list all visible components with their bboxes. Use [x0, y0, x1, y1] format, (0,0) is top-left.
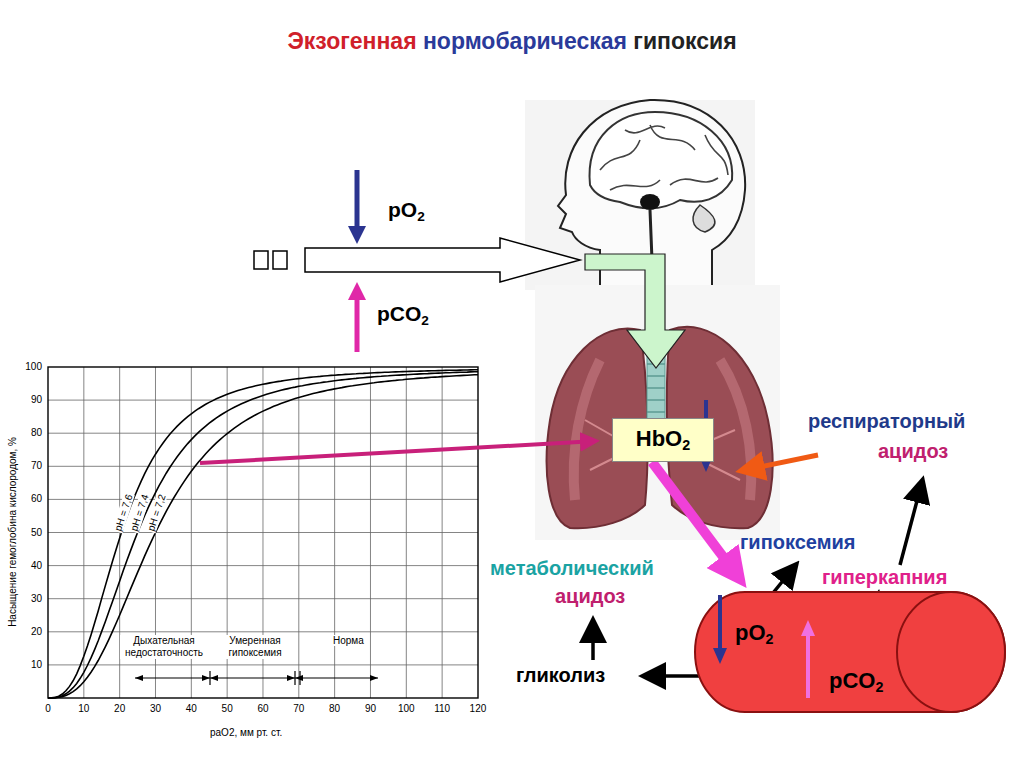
tick-label: 120 [466, 703, 490, 714]
tick-label: 110 [430, 703, 454, 714]
cylinder-outline [693, 590, 1007, 714]
annotation: гликолиз [516, 664, 605, 687]
blood-vessel: pO2 pCO2 [693, 590, 1007, 714]
annotation: ацидоз [878, 440, 948, 463]
tick-label: 40 [179, 703, 203, 714]
tick-label: 90 [358, 703, 382, 714]
vessel-label: pO2 [735, 620, 774, 646]
region-label: Умеренная гипоксемия [218, 635, 292, 659]
tick-label: 20 [108, 703, 132, 714]
annotation: pO2 [388, 198, 425, 222]
tick-label: 60 [18, 493, 42, 504]
tick-label: 10 [72, 703, 96, 714]
tick-label: 80 [18, 427, 42, 438]
axis-title: Насыщение гемоглобина кислородом, % [7, 437, 18, 627]
tick-label: 70 [18, 460, 42, 471]
tick-label: 30 [143, 703, 167, 714]
annotation: pCO2 [377, 302, 429, 326]
annotation: метаболический [490, 557, 654, 580]
hbo2-box: HbO2 [612, 418, 714, 462]
tick-label: 30 [18, 593, 42, 604]
annotation: гипоксемия [740, 531, 855, 554]
flow-arrow [652, 462, 738, 576]
tick-label: 100 [18, 361, 42, 372]
tick-label: 100 [394, 703, 418, 714]
title: Экзогенная нормобарическая гипоксия [0, 28, 1024, 55]
region-label: Дыхательная недостаточность [120, 635, 208, 659]
annotation: респираторный [808, 410, 965, 433]
tick-label: 0 [36, 703, 60, 714]
tick-label: 10 [18, 659, 42, 670]
tick-label: 50 [215, 703, 239, 714]
tick-label: 80 [323, 703, 347, 714]
axis-title: paO2, мм рт. ст. [210, 727, 282, 738]
vessel-label: pCO2 [829, 668, 883, 694]
tick-label: 60 [251, 703, 275, 714]
tick-label: 90 [18, 394, 42, 405]
region-label: Норма [333, 635, 364, 646]
annotation: ацидоз [555, 585, 625, 608]
annotation: гиперкапния [822, 566, 947, 589]
tick-label: 40 [18, 560, 42, 571]
tick-label: 70 [287, 703, 311, 714]
tick-label: 20 [18, 626, 42, 637]
tick-label: 50 [18, 527, 42, 538]
box-label: HbO2 [613, 426, 713, 452]
